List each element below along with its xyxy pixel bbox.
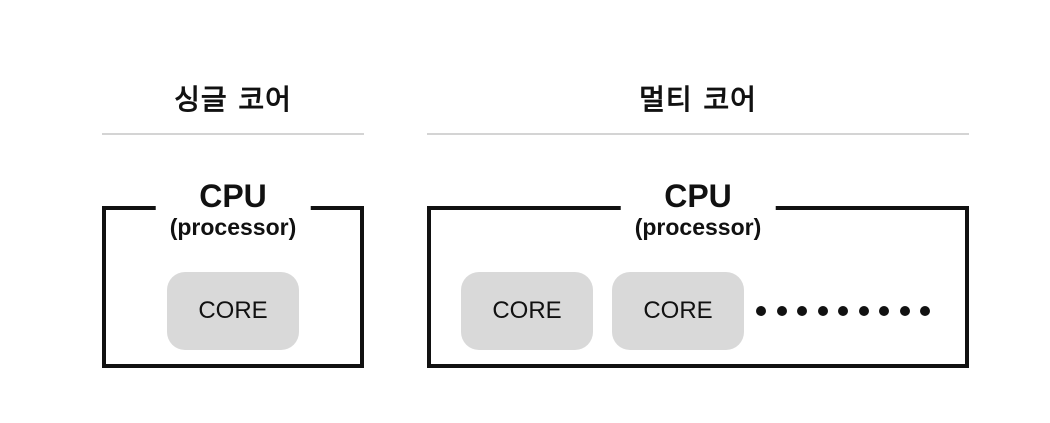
multi-core-divider bbox=[427, 133, 969, 135]
continuation-dot bbox=[817, 306, 828, 316]
single-core-divider bbox=[102, 133, 364, 135]
continuation-dot bbox=[756, 306, 766, 316]
single-core-title: 싱글 코어 bbox=[174, 83, 292, 116]
continuation-dot bbox=[899, 306, 910, 316]
continuation-dot bbox=[797, 306, 807, 316]
core-block: CORE bbox=[612, 272, 744, 350]
cpu-title: CPU bbox=[664, 178, 732, 214]
multi-core-title: 멀티 코어 bbox=[639, 83, 757, 116]
continuation-dot bbox=[879, 306, 889, 316]
continuation-dot bbox=[776, 306, 787, 316]
continuation-dots bbox=[756, 306, 930, 318]
single-core-cpu-box: CPU (processor) CORE bbox=[102, 178, 364, 368]
cpu-subtitle: (processor) bbox=[169, 214, 297, 240]
core-block: CORE bbox=[167, 272, 299, 350]
continuation-dot bbox=[838, 306, 848, 316]
cpu-title: CPU bbox=[199, 178, 267, 214]
multi-core-cpu-label: CPU (processor) bbox=[620, 178, 776, 240]
cpu-subtitle: (processor) bbox=[634, 214, 762, 240]
continuation-dot bbox=[858, 306, 869, 316]
multi-core-cpu-box: CPU (processor) CORE CORE bbox=[427, 178, 969, 368]
single-core-cpu-label: CPU (processor) bbox=[155, 178, 311, 240]
continuation-dot bbox=[920, 306, 930, 316]
core-block: CORE bbox=[461, 272, 593, 350]
